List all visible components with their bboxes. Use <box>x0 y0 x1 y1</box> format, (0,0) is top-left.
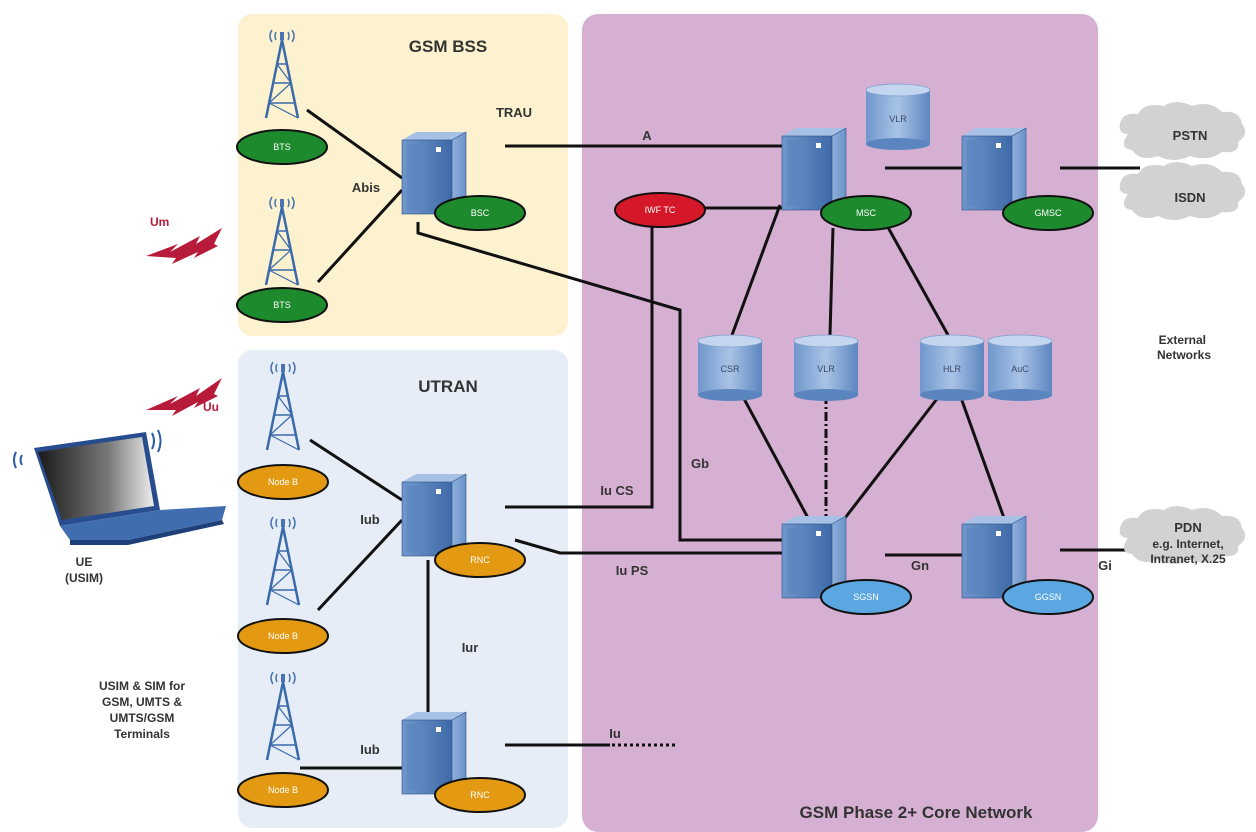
pdn-label: PDN <box>1174 520 1201 535</box>
uu-lightning-icon <box>146 378 222 416</box>
uu-label: Uu <box>203 400 219 414</box>
external-networks-label: External Networks <box>1157 333 1211 362</box>
rnc-1-label: RNC <box>470 555 490 565</box>
bts-1-label: BTS <box>273 142 291 152</box>
gb-label: Gb <box>691 456 709 471</box>
isdn-label: ISDN <box>1174 190 1205 205</box>
node-b-1-node <box>237 464 329 500</box>
usim-note-line-3: UMTS/GSM <box>110 711 175 725</box>
gsm-bss-title: GSM BSS <box>409 37 487 56</box>
iub-1-label: Iub <box>360 512 380 527</box>
msc-node <box>820 195 912 231</box>
rnc-cabinet-1 <box>401 473 467 557</box>
auc-label: AuC <box>1011 364 1029 374</box>
laptop-icon <box>13 429 226 545</box>
usim-note-line-4: Terminals <box>114 727 170 741</box>
node-b-2-node <box>237 618 329 654</box>
iu-ps-label: Iu PS <box>616 563 649 578</box>
rnc-1-node <box>434 542 526 578</box>
msc-label: MSC <box>856 208 877 218</box>
pdn-sub1-label: e.g. Internet, <box>1152 537 1223 551</box>
iub-2-label: Iub <box>360 742 380 757</box>
bsc-node <box>434 195 526 231</box>
usim-label: (USIM) <box>65 571 103 585</box>
utran-title: UTRAN <box>418 377 478 396</box>
rnc-2-node <box>434 777 526 813</box>
iu-label: Iu <box>609 726 621 741</box>
rnc-2-label: RNC <box>470 790 490 800</box>
trau-label: TRAU <box>496 105 532 120</box>
iur-label: Iur <box>462 640 479 655</box>
pdn-sub2-label: Intranet, X.25 <box>1150 552 1226 566</box>
gmsc-cabinet <box>961 127 1027 211</box>
ggsn-label: GGSN <box>1035 592 1062 602</box>
usim-note-line-2: GSM, UMTS & <box>102 695 182 709</box>
node-b-3-label: Node B <box>268 785 298 795</box>
pstn-label: PSTN <box>1173 128 1208 143</box>
core-network-title: GSM Phase 2+ Core Network <box>800 803 1033 822</box>
ue-label: UE <box>76 555 93 569</box>
ggsn-node <box>1002 579 1094 615</box>
gmsc-label: GMSC <box>1035 208 1063 218</box>
bts-1-node <box>236 129 328 165</box>
utran-region <box>238 350 568 828</box>
um-label: Um <box>150 215 169 229</box>
sgsn-label: SGSN <box>853 592 879 602</box>
gi-label: Gi <box>1098 558 1112 573</box>
gmsc-node <box>1002 195 1094 231</box>
iwf-tc-node <box>614 192 706 228</box>
node-b-1-label: Node B <box>268 477 298 487</box>
iwf-tc-label: IWF TC <box>645 205 676 215</box>
a-interface-label: A <box>642 128 652 143</box>
um-lightning-icon <box>146 228 222 264</box>
msc-cabinet <box>781 127 847 211</box>
vlr-mid-label: VLR <box>817 364 835 374</box>
bts-2-node <box>236 287 328 323</box>
node-b-3-node <box>237 772 329 808</box>
sgsn-node <box>820 579 912 615</box>
iu-cs-label: Iu CS <box>600 483 634 498</box>
connection-lines <box>300 108 1140 770</box>
gn-label: Gn <box>911 558 929 573</box>
vlr-top-label: VLR <box>889 114 907 124</box>
bts-2-label: BTS <box>273 300 291 310</box>
usim-note-line-1: USIM & SIM for <box>99 679 185 693</box>
core-network-region <box>582 14 1098 832</box>
abis-label: Abis <box>352 180 380 195</box>
hlr-label: HLR <box>943 364 962 374</box>
csr-label: CSR <box>720 364 740 374</box>
bsc-label: BSC <box>471 208 490 218</box>
node-b-2-label: Node B <box>268 631 298 641</box>
